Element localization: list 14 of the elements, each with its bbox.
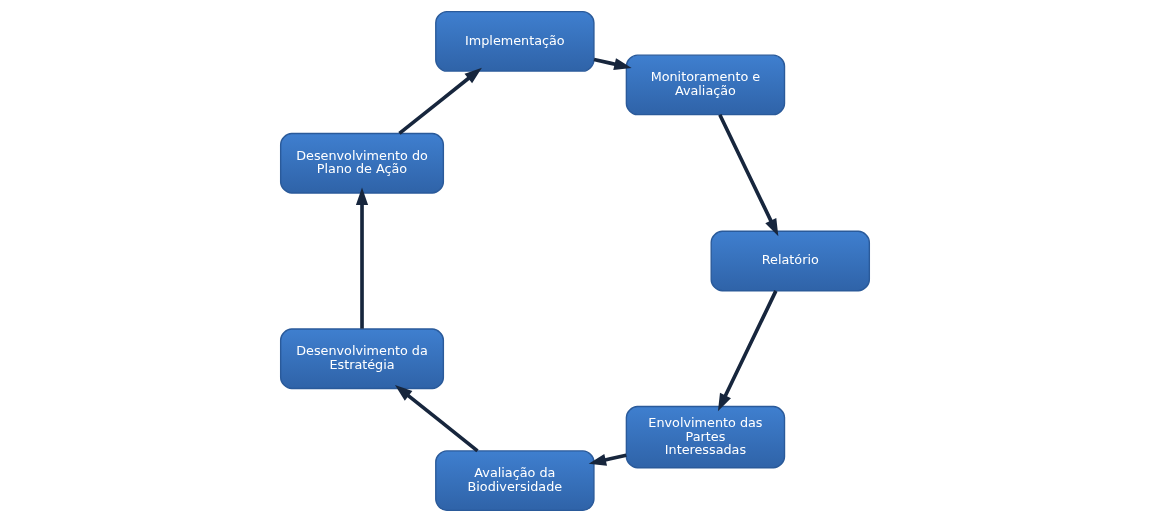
arrow <box>593 57 632 71</box>
arrow <box>397 67 482 135</box>
node-box: Desenvolvimento da Estratégia <box>279 328 444 390</box>
node-box: Envolvimento das Partes Interessadas <box>625 405 785 469</box>
node-box: Avaliação da Biodiversidade <box>434 450 595 512</box>
arrow <box>717 290 778 412</box>
arrow <box>394 385 479 453</box>
arrow <box>588 453 627 466</box>
node-box: Relatório <box>710 230 870 292</box>
arrow <box>717 113 778 237</box>
arrow <box>355 187 368 329</box>
node-box: Implementação <box>434 10 595 72</box>
node-box: Monitoramento e Avaliação <box>625 54 785 116</box>
node-box: Desenvolvimento do Plano de Ação <box>279 132 444 194</box>
